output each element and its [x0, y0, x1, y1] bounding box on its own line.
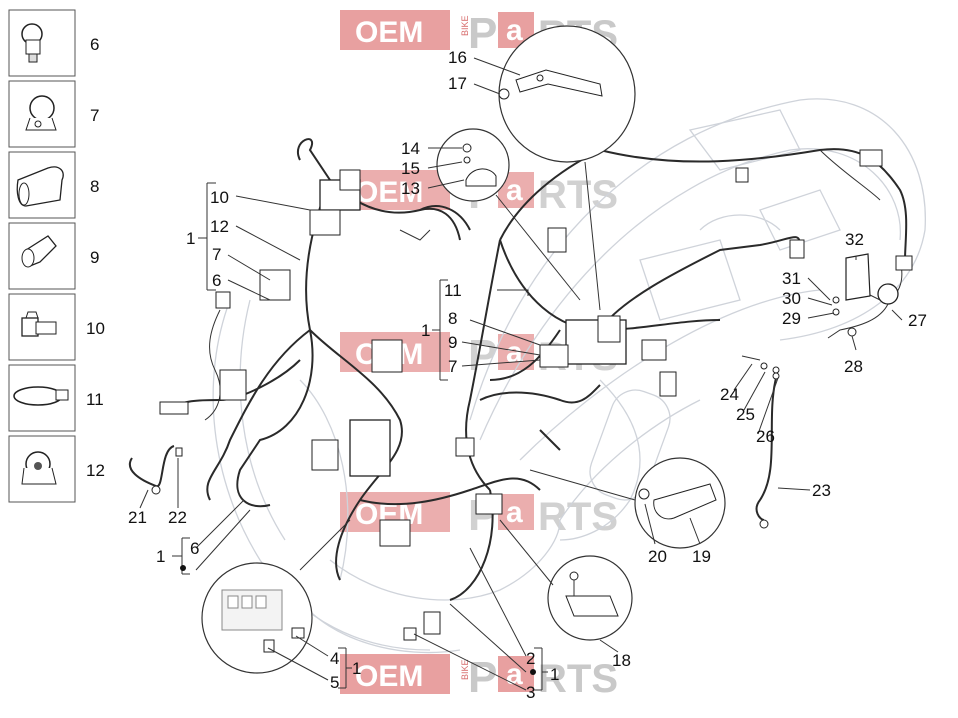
callout-number: 30: [782, 289, 801, 308]
legend-item-7[interactable]: 7: [8, 80, 99, 148]
callout-lines: [139, 57, 903, 691]
cable-tie-icon: [13, 386, 69, 406]
callout-number: 28: [844, 357, 863, 376]
bullet-dot: [530, 669, 536, 675]
svg-text:BIKE: BIKE: [460, 15, 470, 36]
legend-number: 6: [90, 35, 99, 54]
callout-number: 5: [330, 673, 339, 692]
callout-number: 1: [352, 659, 361, 678]
svg-text:a: a: [506, 496, 523, 529]
svg-text:P: P: [468, 653, 497, 702]
legend-number: 9: [90, 248, 99, 267]
battery-cable: [129, 445, 183, 495]
legend-item-6[interactable]: 6: [8, 9, 99, 77]
detail-circle-top: [498, 25, 636, 311]
terminal-cover-icon: [16, 166, 64, 207]
legend-item-9[interactable]: 9: [8, 222, 99, 290]
callout-number: 21: [128, 508, 147, 527]
detail-circle-plate: [499, 519, 633, 641]
callout-labels: 10 12 7 6 1 11 8 9 7 1 16 17 14 15 13 32…: [128, 48, 927, 702]
callout-number: 14: [401, 139, 420, 158]
callout-number: 3: [526, 683, 535, 702]
legend-number: 7: [90, 106, 99, 125]
svg-text:a: a: [506, 658, 523, 691]
callout-number: 8: [448, 309, 457, 328]
sensor-clip-icon: [21, 23, 43, 63]
ground-cable: [741, 355, 780, 529]
callout-number: 31: [782, 269, 801, 288]
rubber-boot-icon: [21, 235, 57, 268]
callout-number: 7: [448, 357, 457, 376]
legend-item-11[interactable]: 11: [8, 364, 104, 432]
callout-number: 20: [648, 547, 667, 566]
callout-number: 27: [908, 311, 927, 330]
svg-text:OEM: OEM: [355, 176, 423, 209]
callout-number: 18: [612, 651, 631, 670]
detail-circle-small: [436, 128, 581, 301]
svg-text:RTS: RTS: [538, 657, 618, 701]
callout-number: 25: [736, 405, 755, 424]
callout-number: 24: [720, 385, 739, 404]
callout-number: 6: [212, 271, 221, 290]
callout-number: 12: [210, 217, 229, 236]
legend-number: 10: [86, 319, 105, 338]
cable-clamp-icon: [25, 95, 57, 131]
detail-circle-fuse-box: [201, 519, 351, 674]
svg-text:a: a: [506, 14, 523, 47]
legend-item-8[interactable]: 8: [8, 151, 99, 219]
watermark-bottom: OEM BIKE P a RTS: [340, 653, 618, 702]
legend-number: 11: [86, 390, 104, 409]
front-wiring-harness: [159, 138, 541, 581]
svg-text:P: P: [468, 331, 497, 380]
callout-number: 10: [210, 188, 229, 207]
legend-number: 12: [86, 461, 105, 480]
callout-number: 17: [448, 74, 467, 93]
callout-number: 13: [401, 179, 420, 198]
callout-number: 1: [421, 321, 430, 340]
callout-number: 6: [190, 539, 199, 558]
detail-circle-bracket: [529, 457, 726, 549]
svg-text:RTS: RTS: [538, 495, 618, 539]
callout-number: 2: [526, 649, 535, 668]
svg-text:a: a: [506, 336, 523, 369]
svg-text:BIKE: BIKE: [460, 659, 470, 680]
callout-number: 4: [330, 649, 339, 668]
svg-text:OEM: OEM: [355, 660, 423, 693]
svg-text:OEM: OEM: [355, 16, 423, 49]
watermark-top: OEM BIKE P a RTS: [340, 9, 618, 58]
callout-number: 1: [186, 229, 195, 248]
bullet-dot: [180, 565, 186, 571]
rear-wiring-harness: [403, 129, 913, 641]
callout-number: 23: [812, 481, 831, 500]
callout-number: 1: [550, 665, 559, 684]
callout-number: 11: [444, 281, 462, 300]
callout-number: 15: [401, 159, 420, 178]
callout-number: 26: [756, 427, 775, 446]
legend-item-12[interactable]: 12: [8, 435, 105, 503]
svg-text:a: a: [506, 174, 523, 207]
callout-number: 16: [448, 48, 467, 67]
callout-number: 29: [782, 309, 801, 328]
legend-number: 8: [90, 177, 99, 196]
callout-number: 32: [845, 230, 864, 249]
svg-text:P: P: [468, 9, 497, 58]
callout-number: 9: [448, 333, 457, 352]
ring-clip-icon: [21, 451, 57, 485]
svg-text:RTS: RTS: [538, 173, 618, 217]
callout-number: 1: [156, 547, 165, 566]
legend-item-10[interactable]: 10: [8, 293, 105, 361]
right-bracket-assembly: [827, 253, 899, 339]
connector-holder-icon: [21, 311, 57, 337]
callout-number: 7: [212, 245, 221, 264]
callout-number: 22: [168, 508, 187, 527]
callout-number: 19: [692, 547, 711, 566]
